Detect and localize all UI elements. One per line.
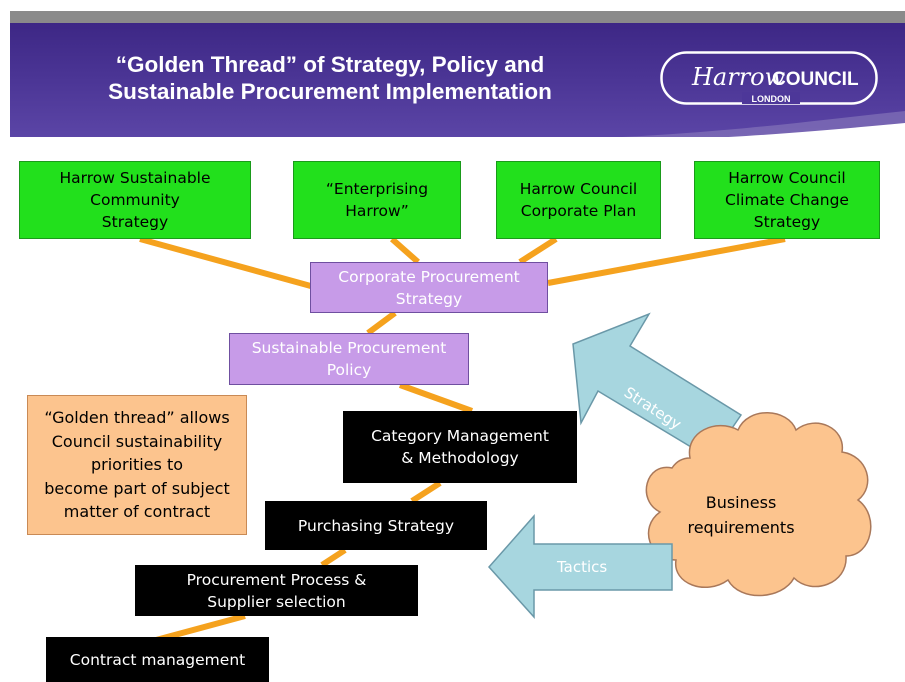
business-requirements-cloud <box>645 412 872 597</box>
box-line: Purchasing Strategy <box>297 516 455 535</box>
note-line: “Golden thread” allows <box>44 408 230 428</box>
box-line: Corporate Plan <box>520 202 637 220</box>
connector-community-to-corporate <box>139 236 319 291</box>
cloud-line: requirements <box>687 518 795 537</box>
box-sustainable-community-strategy: Harrow Sustainable Community Strategy <box>19 161 251 239</box>
connector-plan-to-corporate <box>518 236 558 265</box>
box-line: Procurement Process & <box>186 570 367 589</box>
business-requirements-label: Business requirements <box>673 490 809 540</box>
golden-thread-note: “Golden thread” allows Council sustainab… <box>27 395 247 535</box>
box-line: “Enterprising <box>325 180 429 198</box>
harrow-council-logo: Harrow COUNCIL LONDON <box>660 51 878 105</box>
box-line: Contract management <box>69 650 246 669</box>
connector-purchasing-to-process <box>320 547 347 568</box>
box-line: Harrow Sustainable <box>59 169 211 187</box>
box-line: Strategy <box>101 213 169 231</box>
box-contract-management: Contract management <box>46 637 269 682</box>
top-margin <box>0 0 905 11</box>
connector-category-to-purchasing <box>410 480 442 504</box>
box-corporate-plan: Harrow Council Corporate Plan <box>496 161 661 239</box>
box-line: Climate Change <box>725 191 849 209</box>
logo-sub-text: LONDON <box>752 94 791 104</box>
tactics-arrow-label: Tactics <box>556 558 607 576</box>
box-line: Strategy <box>395 289 463 308</box>
slide-title: “Golden Thread” of Strategy, Policy and … <box>30 51 630 105</box>
box-category-management: Category Management & Methodology <box>343 411 577 483</box>
note-line: become part of subject <box>44 478 230 498</box>
box-line: Supplier selection <box>207 592 346 611</box>
note-line: priorities to <box>90 455 184 475</box>
box-line: Harrow Council <box>728 169 846 187</box>
box-purchasing-strategy: Purchasing Strategy <box>265 501 487 550</box>
header-grey-strip <box>10 11 905 23</box>
strategy-arrow <box>572 312 743 461</box>
box-line: Corporate Procurement <box>338 267 520 286</box>
title-line-1: “Golden Thread” of Strategy, Policy and <box>115 52 545 77</box>
connector-corporate-to-policy <box>366 310 397 336</box>
connector-enterprising-to-corporate <box>390 236 420 265</box>
logo-word-text: COUNCIL <box>772 69 859 90</box>
box-sustainable-procurement-policy: Sustainable Procurement Policy <box>229 333 469 385</box>
logo-script-text: Harrow <box>691 63 786 91</box>
box-line: Harrow” <box>345 202 409 220</box>
box-line: Harrow Council <box>519 180 638 198</box>
box-line: Category Management <box>371 427 549 445</box>
box-line: & Methodology <box>401 449 519 467</box>
box-line: Community <box>90 191 180 209</box>
box-line: Strategy <box>753 213 821 231</box>
note-line: Council sustainability <box>51 431 223 451</box>
slide-header: “Golden Thread” of Strategy, Policy and … <box>10 23 905 137</box>
box-procurement-process: Procurement Process & Supplier selection <box>135 565 418 616</box>
connector-climate-to-corporate <box>547 236 786 286</box>
box-line: Sustainable Procurement <box>251 339 447 357</box>
box-enterprising-harrow: “Enterprising Harrow” <box>293 161 461 239</box>
box-corporate-procurement-strategy: Corporate Procurement Strategy <box>310 262 548 313</box>
cloud-line: Business <box>705 493 777 512</box>
connector-policy-to-category <box>398 382 474 414</box>
box-climate-change-strategy: Harrow Council Climate Change Strategy <box>694 161 880 239</box>
header-swoosh <box>10 111 905 137</box>
note-line: matter of contract <box>63 502 211 522</box>
tactics-arrow <box>487 514 673 619</box>
title-line-2: Sustainable Procurement Implementation <box>108 79 552 104</box>
box-line: Policy <box>326 361 372 379</box>
